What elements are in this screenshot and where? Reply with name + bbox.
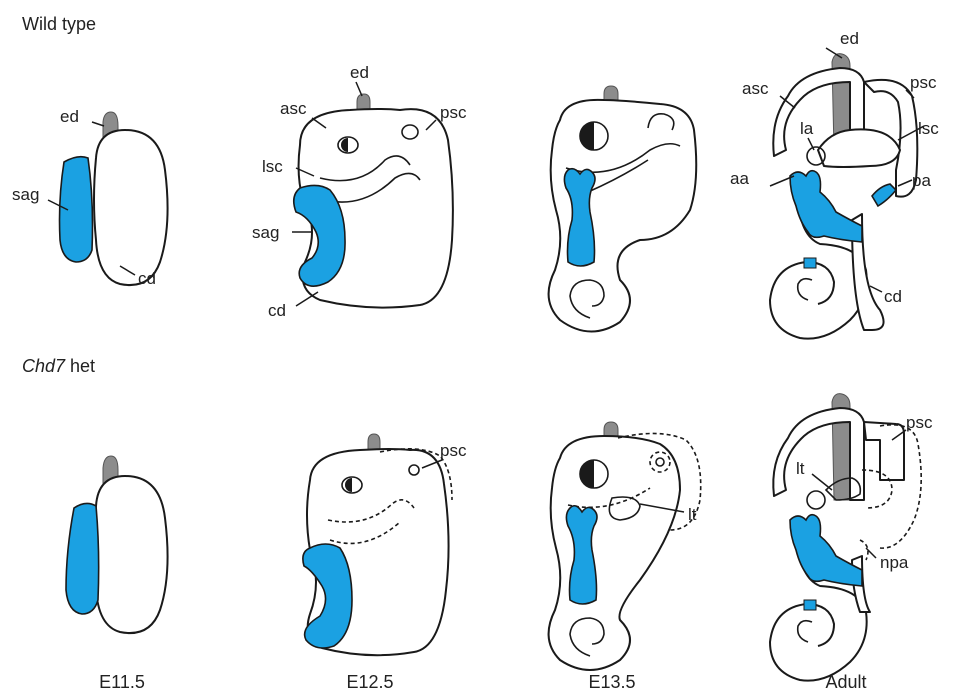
label-lt: lt (796, 459, 805, 478)
wt-e13-5-inner-ear (549, 86, 697, 332)
wt-e12-5-inner-ear: ed asc psc lsc sag cd (252, 63, 467, 320)
leader-cd (296, 292, 318, 306)
label-ed: ed (60, 107, 79, 126)
row-label-suffix: het (65, 356, 95, 376)
het-e13-5-inner-ear: lt (549, 422, 701, 670)
lateral-canal (818, 129, 900, 167)
anterior-canal (773, 408, 864, 500)
leader-ed (92, 122, 104, 126)
row-label-wild-type: Wild type (22, 14, 96, 34)
label-psc: psc (910, 73, 937, 92)
label-sag: sag (12, 185, 39, 204)
label-aa: aa (730, 169, 749, 188)
label-cd: cd (138, 269, 156, 288)
label-lt: lt (688, 505, 697, 524)
cochlea-segment (804, 258, 816, 268)
otolithic-body (549, 436, 680, 670)
het-e12-5-inner-ear: psc (303, 434, 467, 655)
label-sag: sag (252, 223, 279, 242)
label-psc: psc (440, 441, 467, 460)
lateral-ampulla (807, 491, 825, 509)
posterior-ampulla-nerve (872, 184, 896, 206)
label-psc: psc (906, 413, 933, 432)
cochlea-segment (804, 600, 816, 610)
vestibular-ganglion (790, 515, 862, 586)
posterior-canal-remnant (864, 422, 904, 480)
label-psc: psc (440, 103, 467, 122)
saccular-ganglion (303, 544, 352, 648)
label-asc: asc (742, 79, 769, 98)
leader-cd (870, 286, 882, 292)
otocyst-body (94, 476, 168, 633)
label-cd: cd (884, 287, 902, 306)
saccular-ganglion (60, 157, 93, 262)
stage-label-e11-5: E11.5 (99, 672, 145, 692)
vestibular-ganglion (790, 171, 862, 242)
stage-label-e13-5: E13.5 (588, 672, 635, 692)
label-lsc: lsc (262, 157, 283, 176)
saccular-ganglion (294, 185, 345, 286)
label-cd: cd (268, 301, 286, 320)
row-label-chd7-het: Chd7 het (22, 356, 95, 376)
label-ed: ed (840, 29, 859, 48)
label-pa: pa (912, 171, 931, 190)
het-adult-inner-ear: psc lt npa (770, 394, 933, 681)
label-npa: npa (880, 553, 909, 572)
saccular-ganglion (66, 503, 99, 614)
het-e11-5-otocyst (66, 456, 168, 633)
otocyst-body (94, 130, 168, 285)
stage-label-adult: Adult (825, 672, 866, 692)
label-la: la (800, 119, 814, 138)
stage-label-e12-5: E12.5 (346, 672, 393, 692)
wt-e11-5-otocyst: ed sag cd (12, 107, 168, 288)
label-ed: ed (350, 63, 369, 82)
leader-ed (356, 82, 362, 96)
wt-adult-inner-ear: ed asc psc lsc la aa pa cd (730, 29, 939, 339)
leader-lt (812, 474, 832, 490)
label-asc: asc (280, 99, 307, 118)
row-label-gene: Chd7 (22, 356, 66, 376)
label-lsc: lsc (918, 119, 939, 138)
